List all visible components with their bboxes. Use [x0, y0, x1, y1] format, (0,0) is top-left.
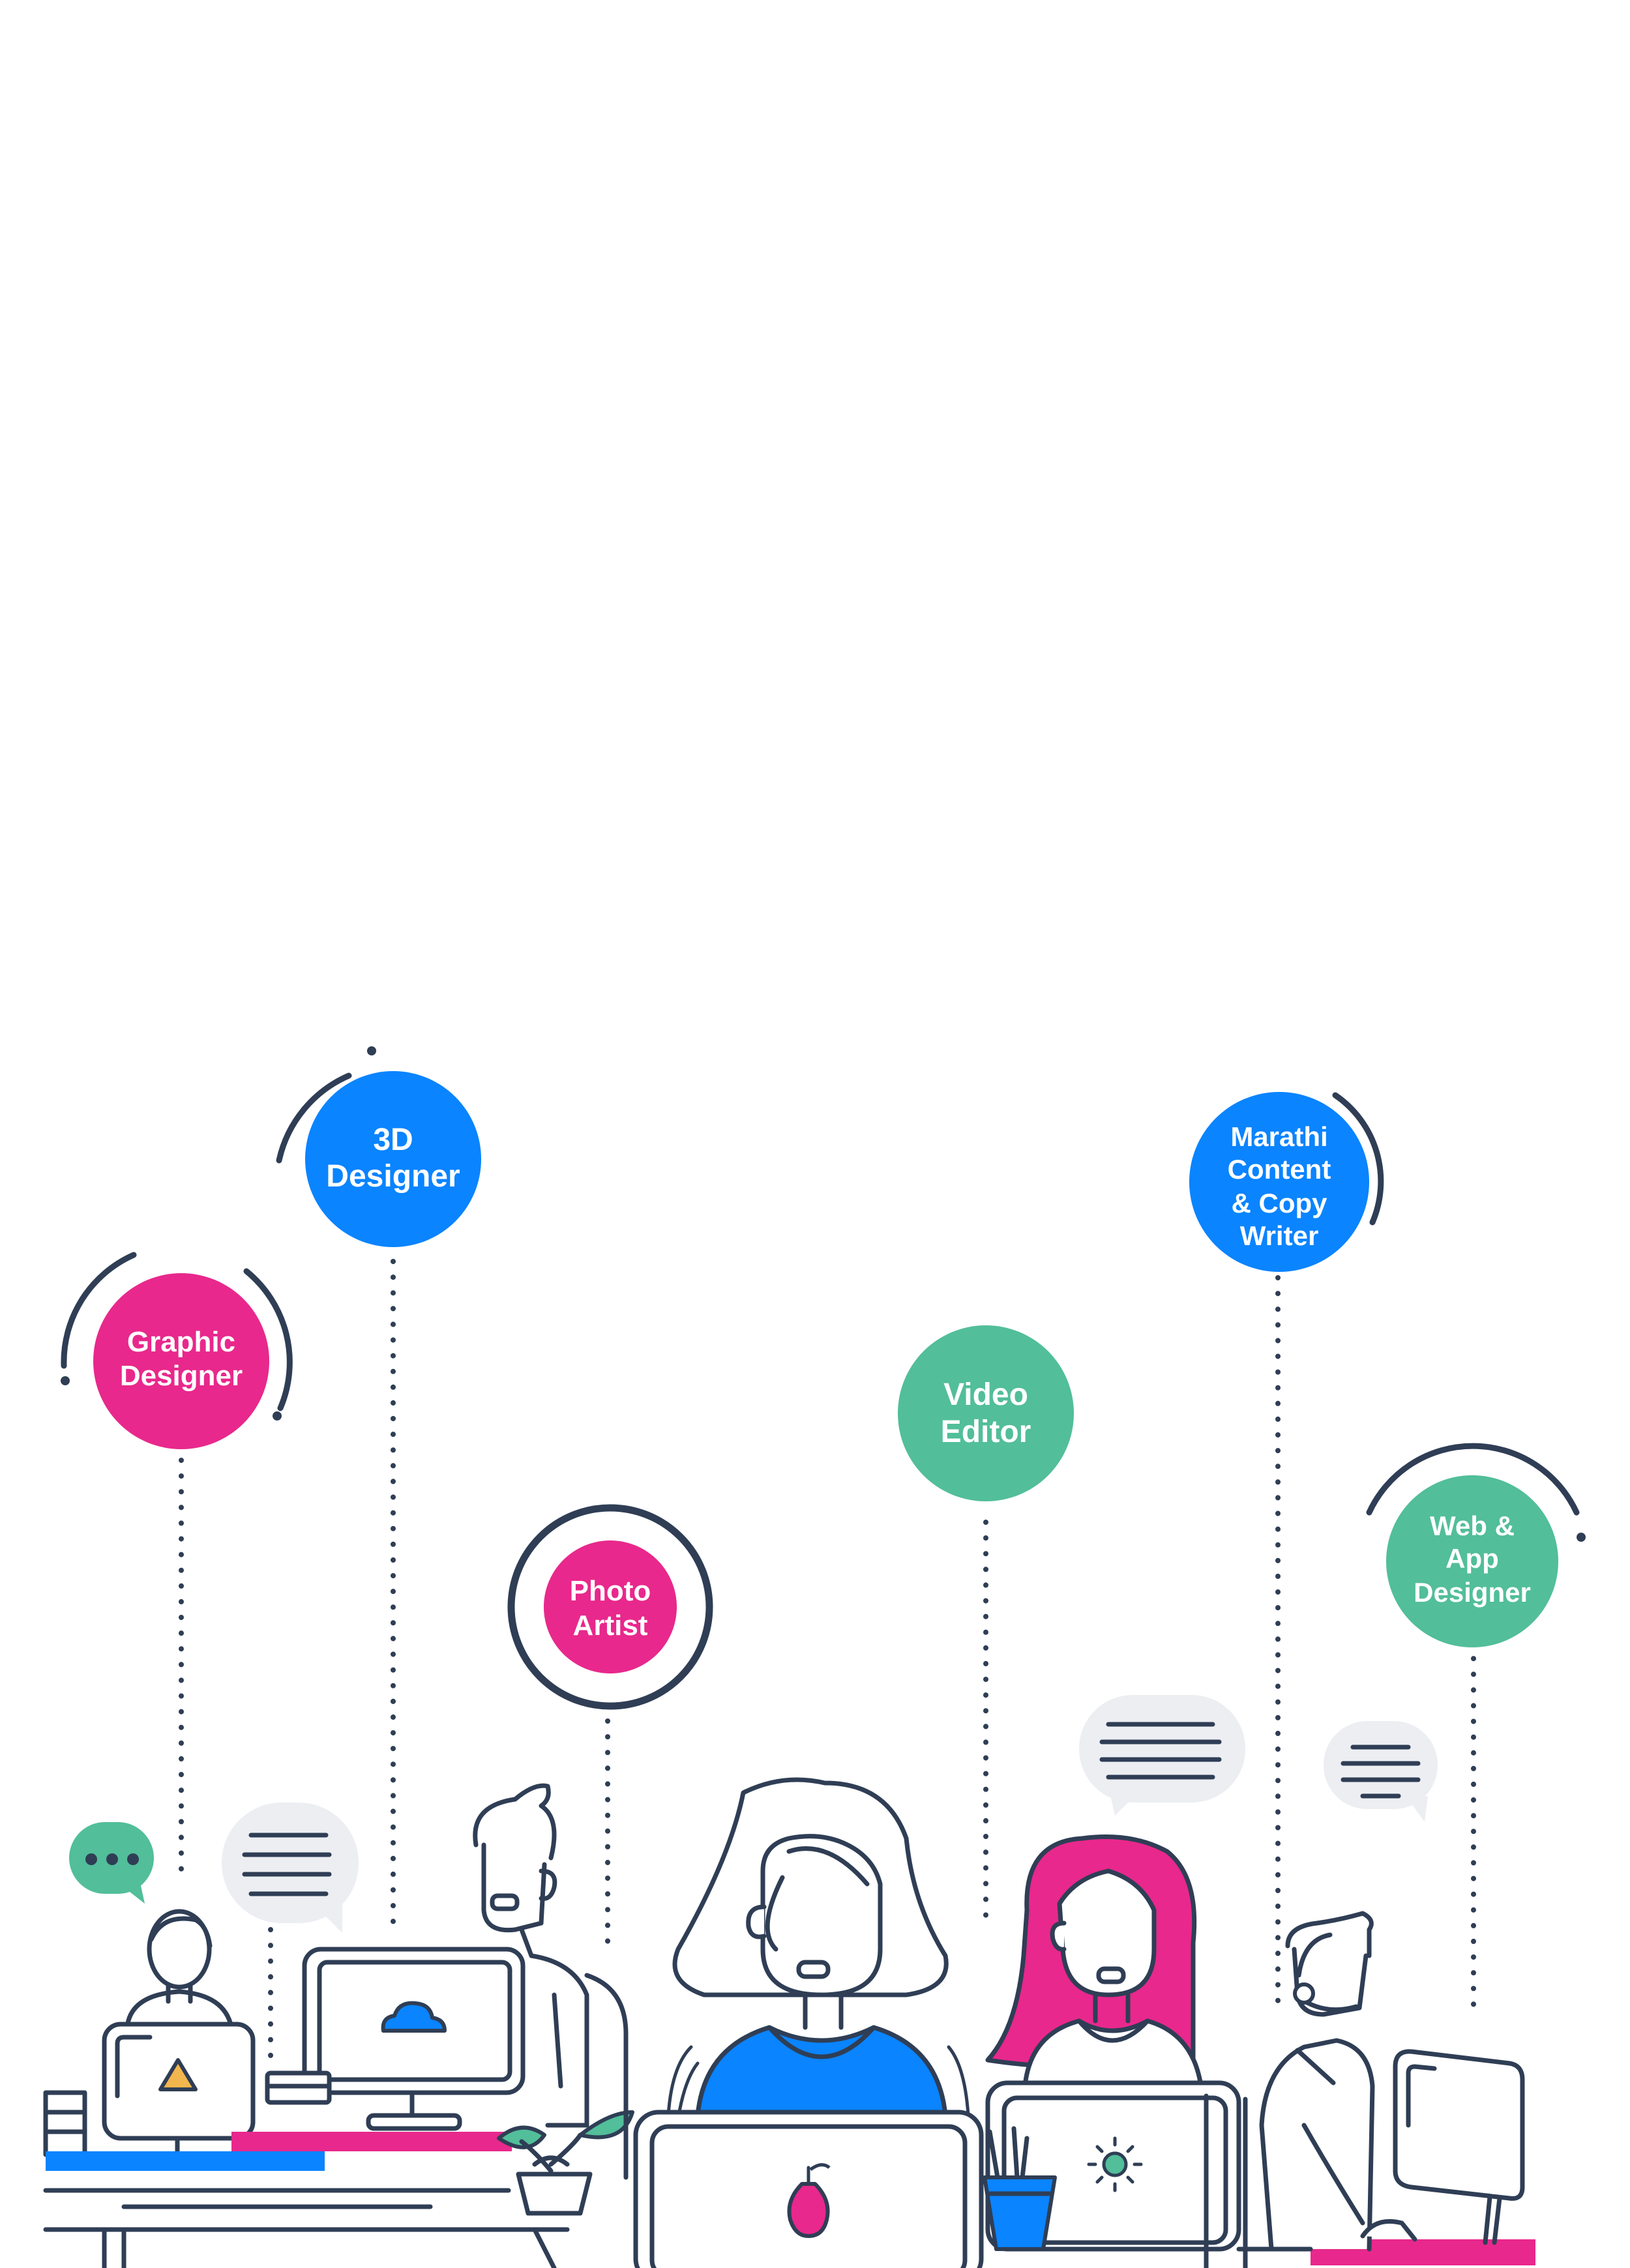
monitor-web-app-designer — [1393, 2049, 1525, 2245]
arc-graphic-right — [243, 1268, 293, 1411]
desk-accent-magenta — [231, 2132, 512, 2151]
pear-icon — [787, 2163, 831, 2238]
arc-web-app — [1366, 1443, 1580, 1516]
speech-bubble-lines-icon — [1079, 1695, 1245, 1816]
role-label-line: Content — [1228, 1154, 1331, 1185]
role-label-line: Web & — [1430, 1510, 1515, 1541]
role-label-line: App — [1445, 1543, 1499, 1574]
person-marathi-writer — [1259, 1911, 1375, 2252]
role-circle-web-app-designer: Web & App Designer — [1386, 1475, 1558, 1647]
role-label-line: Designer — [326, 1159, 460, 1194]
role-label-line: Marathi — [1230, 1121, 1327, 1152]
arc-3d — [276, 1072, 352, 1164]
person-3d-designer — [473, 1783, 589, 2128]
laptop-photo-artist — [633, 2110, 984, 2268]
role-circle-video-editor: Video Editor — [898, 1325, 1074, 1501]
speech-bubble-lines-icon — [222, 1803, 359, 1933]
ring-photo-artist — [507, 1504, 713, 1710]
speech-bubble-lines-icon — [1324, 1721, 1438, 1822]
person-graphic-designer — [125, 1909, 234, 2030]
role-label-line: 3D — [373, 1123, 413, 1157]
arc-marathi — [1332, 1092, 1384, 1226]
sun-icon — [1087, 2136, 1143, 2192]
plant-icon — [497, 2110, 634, 2216]
person-photo-artist — [666, 1777, 970, 2121]
role-label-line: Artist — [573, 1610, 648, 1642]
role-circle-graphic-designer: Graphic Designer — [93, 1273, 269, 1449]
speech-bubble-dots-icon — [69, 1822, 154, 1904]
role-label-line: Designer — [120, 1360, 243, 1392]
decorative-arcs — [61, 1046, 1586, 1710]
person-video-editor — [985, 1834, 1204, 2093]
monitor-graphic-designer — [102, 2022, 256, 2160]
desk-accent-blue — [46, 2151, 325, 2171]
pencil-cup-icon — [983, 2126, 1057, 2251]
role-label-line: & Copy — [1232, 1188, 1328, 1218]
role-label-line: Video — [943, 1377, 1028, 1412]
headset-icon — [1293, 1932, 1359, 2012]
role-label-line: Writer — [1240, 1220, 1319, 1251]
cloud-icon — [381, 2001, 447, 2033]
role-label-line: Designer — [1414, 1577, 1531, 1608]
role-circle-photo-artist: Photo Artist — [544, 1540, 677, 1673]
drawer-cabinet — [43, 2090, 87, 2157]
role-label-line: Editor — [941, 1415, 1031, 1449]
chair-outline — [584, 1973, 629, 2180]
keyboard-tray — [265, 2070, 332, 2105]
role-circle-marathi-content-copy-writer: Marathi Content & Copy Writer — [1189, 1092, 1369, 1272]
desk-left — [43, 2188, 570, 2268]
arc-graphic-left — [61, 1252, 137, 1369]
role-label-line: Graphic — [127, 1326, 235, 1358]
role-label-line: Photo — [570, 1575, 651, 1607]
monitor-3d-designer — [302, 1947, 526, 2131]
connector-lines — [179, 1259, 1476, 2063]
role-circle-3d-designer: 3D Designer — [305, 1071, 481, 1247]
triangle-icon — [158, 2058, 198, 2091]
desk-right — [1204, 2093, 1417, 2268]
